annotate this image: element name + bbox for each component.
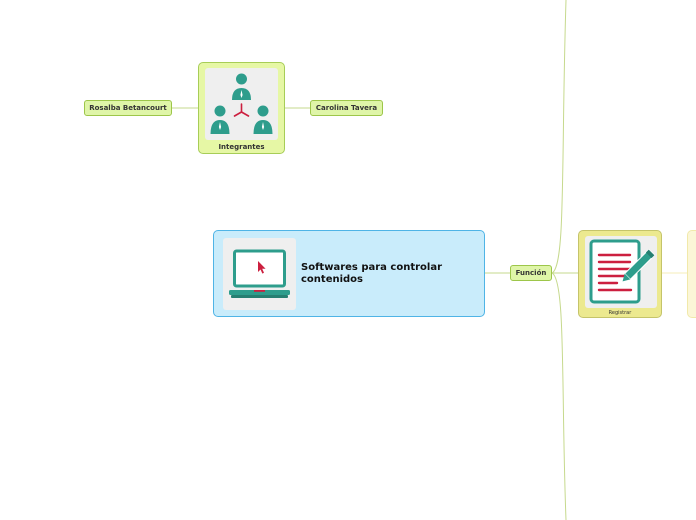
member-node-right[interactable]: Carolina Tavera xyxy=(310,100,383,116)
central-topic-node[interactable]: Softwares para controlar contenidos xyxy=(213,230,485,317)
branch-up xyxy=(551,0,567,274)
registrar-node[interactable]: Registrar xyxy=(578,230,662,318)
document-pencil-icon xyxy=(589,239,656,304)
branch-down xyxy=(551,272,567,520)
integrantes-label: Integrantes xyxy=(218,143,265,151)
central-topic-title: Softwares para controlar contenidos xyxy=(301,262,443,285)
integrantes-node[interactable]: Integrantes xyxy=(198,62,285,154)
team-icon xyxy=(210,73,273,134)
member-node-left[interactable]: Rosalba Betancourt xyxy=(84,100,172,116)
offscreen-node[interactable] xyxy=(687,230,696,318)
function-label: Función xyxy=(515,269,547,277)
member-label-left: Rosalba Betancourt xyxy=(89,104,167,112)
central-topic-image xyxy=(223,238,296,310)
registrar-label: Registrar xyxy=(608,310,632,316)
integrantes-image xyxy=(205,68,278,140)
laptop-cursor-icon xyxy=(229,249,290,298)
function-node[interactable]: Función xyxy=(510,265,552,281)
member-label-right: Carolina Tavera xyxy=(315,104,378,112)
registrar-image xyxy=(585,236,657,308)
